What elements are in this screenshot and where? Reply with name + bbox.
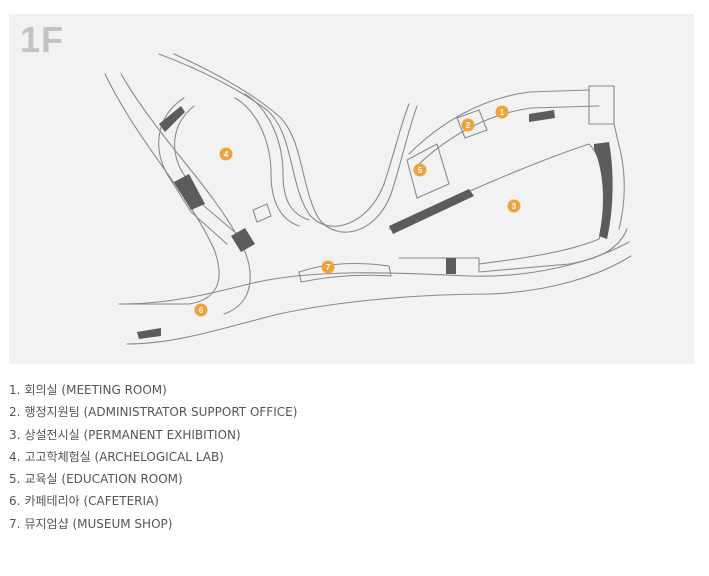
svg-text:3: 3	[512, 202, 517, 211]
right-outer-wall	[613, 123, 625, 230]
marker-3[interactable]: 3	[507, 199, 521, 213]
wall-block-4	[529, 110, 555, 122]
legend-item: 1.회의실 (MEETING ROOM)	[9, 383, 167, 397]
wall-block-6	[594, 142, 613, 239]
legend-item: 5.교육실 (EDUCATION ROOM)	[9, 472, 183, 487]
room4-right-wall-inner	[244, 93, 310, 221]
s-curve-bottom	[280, 105, 418, 233]
floor-plan-drawing: 1 2 3 4 5 6 7	[104, 53, 632, 345]
right-upper-inner	[418, 105, 600, 165]
wall-block-1	[159, 106, 185, 132]
lower-corridor-top	[120, 241, 630, 305]
left-top-outline	[158, 53, 268, 111]
legend-item: 2.행정지원팀 (ADMINISTRATOR SUPPORT OFFICE)	[9, 405, 298, 420]
legend-item: 6.카페테리아 (CAFETERIA)	[9, 494, 159, 509]
svg-text:6: 6	[199, 306, 204, 315]
legend-item: 3.상설전시실 (PERMANENT EXHIBITION)	[9, 427, 241, 442]
right-upper-outer	[408, 89, 590, 155]
floor-label: 1F	[20, 19, 65, 60]
marker-2[interactable]: 2	[461, 118, 475, 132]
svg-text:1: 1	[500, 108, 505, 117]
left-wing-outline-outer	[104, 73, 220, 305]
svg-text:7: 7	[326, 263, 331, 272]
wall-block-5	[389, 189, 474, 234]
marker-7[interactable]: 7	[321, 260, 335, 274]
room-legend: 1.회의실 (MEETING ROOM) 2.행정지원팀 (ADMINISTRA…	[9, 379, 297, 535]
legend-item: 4.고고학체험실 (ARCHELOGICAL LAB)	[9, 449, 224, 464]
left-wing-outline-inner	[120, 73, 251, 315]
small-room-5	[406, 143, 450, 199]
floor-map-panel: 1F	[9, 14, 694, 364]
marker-1[interactable]: 1	[495, 105, 509, 119]
wall-block-2	[174, 174, 205, 210]
room4-right-wall	[234, 97, 300, 227]
exhibition-bottom-wall	[398, 228, 628, 273]
svg-text:4: 4	[224, 150, 229, 159]
map-markers: 1 2 3 4 5 6 7	[194, 105, 521, 317]
marker-6[interactable]: 6	[194, 303, 208, 317]
wall-block-8	[137, 328, 161, 339]
wall-block-7	[446, 258, 456, 274]
svg-text:5: 5	[418, 166, 423, 175]
marker-4[interactable]: 4	[219, 147, 233, 161]
room4-wall	[158, 97, 228, 245]
small-room-2	[456, 109, 488, 139]
marker-5[interactable]: 5	[413, 163, 427, 177]
room4-wall-inner	[174, 105, 238, 235]
svg-text:2: 2	[466, 121, 471, 130]
wall-block-3	[231, 228, 255, 252]
left-top-outline-2	[173, 53, 282, 119]
right-block	[588, 85, 615, 125]
s-curve-top	[266, 103, 410, 227]
small-box-center	[252, 203, 272, 223]
lower-corridor-bottom	[126, 255, 632, 345]
legend-item: 7.뮤지엄샵 (MUSEUM SHOP)	[9, 516, 173, 531]
